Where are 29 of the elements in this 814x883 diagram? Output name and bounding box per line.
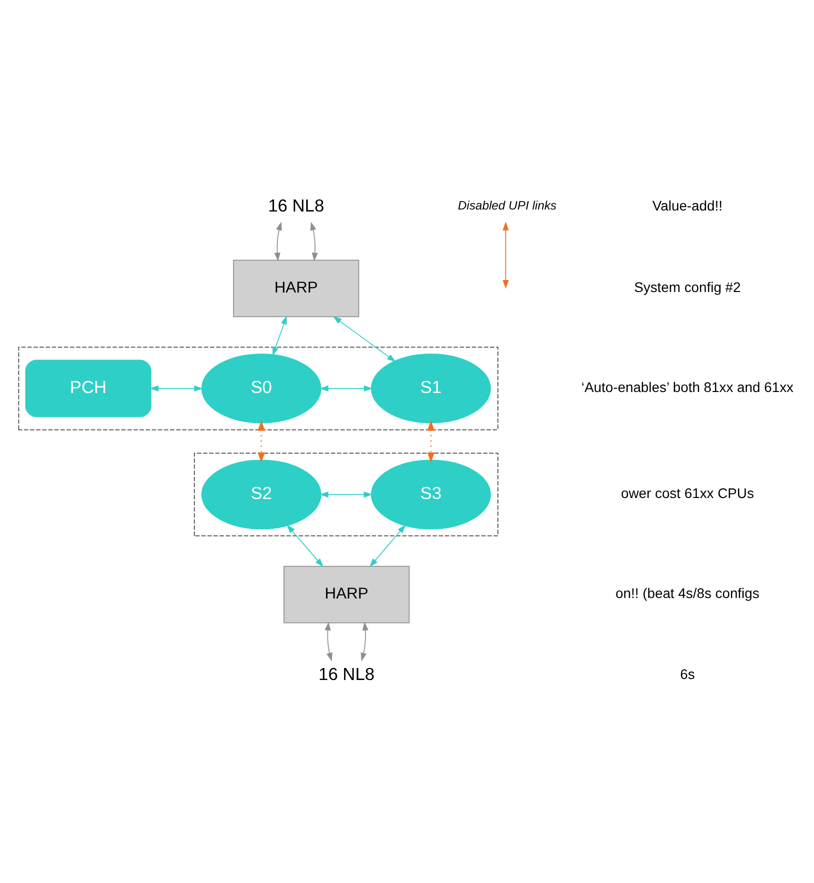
node-box: PCH <box>25 360 152 418</box>
node-text: Disabled UPI links <box>458 198 557 212</box>
label: on!! (beat 4s/8s configs <box>616 584 760 601</box>
arrow <box>286 524 324 567</box>
node-box: HARP <box>233 260 360 318</box>
node-ellipse: S2 <box>201 460 322 530</box>
label: System config #2 <box>634 278 741 295</box>
arrow <box>150 385 203 392</box>
label: 6s <box>680 666 695 682</box>
arrow <box>320 385 373 392</box>
arrow <box>502 222 509 289</box>
arrow <box>360 622 368 662</box>
arrow <box>272 316 287 356</box>
node-ellipse: S0 <box>201 354 322 424</box>
node-ellipse: S3 <box>370 460 491 530</box>
node-text: 16 NL8 <box>268 195 324 216</box>
label: Value-add!! <box>652 197 723 214</box>
label: ower cost 61xx CPUs <box>620 484 754 501</box>
arrow <box>320 492 373 498</box>
arrow <box>324 622 332 662</box>
arrow <box>258 420 265 463</box>
node-box: HARP <box>284 566 410 624</box>
arrow <box>332 316 396 362</box>
node-text: 16 NL8 <box>318 664 375 684</box>
arrow <box>427 420 435 463</box>
label: ‘Auto-enables’ both 81xx and 61xx <box>581 378 794 395</box>
arrow <box>274 222 282 262</box>
arrow <box>369 524 406 567</box>
arrow <box>310 222 318 262</box>
